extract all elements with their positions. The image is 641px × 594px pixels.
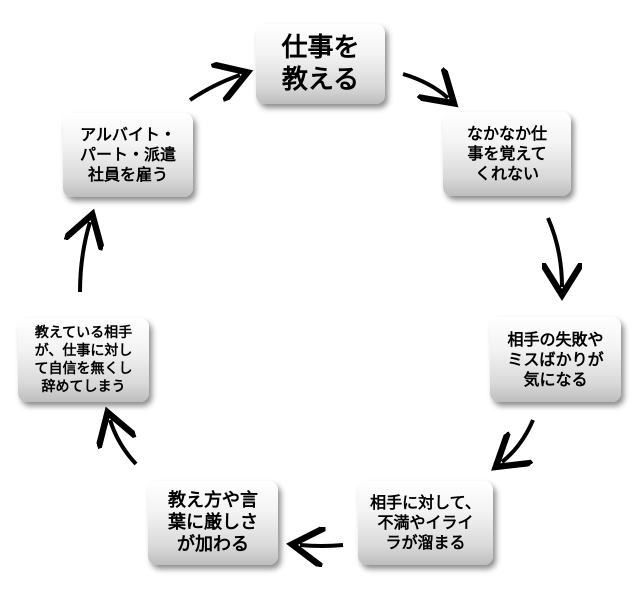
node-harsh-words: 教え方や言 葉に厳しさ が加わる [148,481,278,565]
node-label: 教え方や言 葉に厳しさ が加わる [168,490,258,555]
arrow-harsh-to-quit [110,420,138,466]
arrow-hire-to-teach [188,75,240,100]
node-frustration-builds: 相手に対して、 不満やイライ ラが溜まる [358,481,493,565]
node-slow-to-learn: なかなか仕 事を覚えて くれない [443,112,571,196]
node-hire-staff: アルバイト・ パート・派遣 社員を雇う [63,113,193,197]
arrow-mistakes-to-frustration [502,419,535,462]
node-label: アルバイト・ パート・派遣 社員を雇う [79,125,176,184]
node-label: 相手に対して、 不満やイライ ラが溜まる [370,493,481,552]
arrow-frustration-to-harsh [300,545,344,546]
node-notice-mistakes: 相手の失敗や ミスばかりが 気になる [490,317,621,402]
node-teach-work: 仕事を 教える [256,24,385,104]
node-label: 相手の失敗や ミスばかりが 気になる [507,329,604,389]
node-label: 仕事を 教える [281,33,360,95]
arrow-quit-to-hire [80,222,90,293]
node-label: なかなか仕 事を覚えて くれない [466,124,547,183]
arrow-slow-to-mistakes [548,217,562,287]
node-label: 教えている相手 が、仕事に対し て自信を無くし 辞めてしまう [34,325,133,395]
arrow-teach-to-slow [402,74,448,98]
node-loses-confidence-quits: 教えている相手 が、仕事に対し て自信を無くし 辞めてしまう [18,318,149,402]
